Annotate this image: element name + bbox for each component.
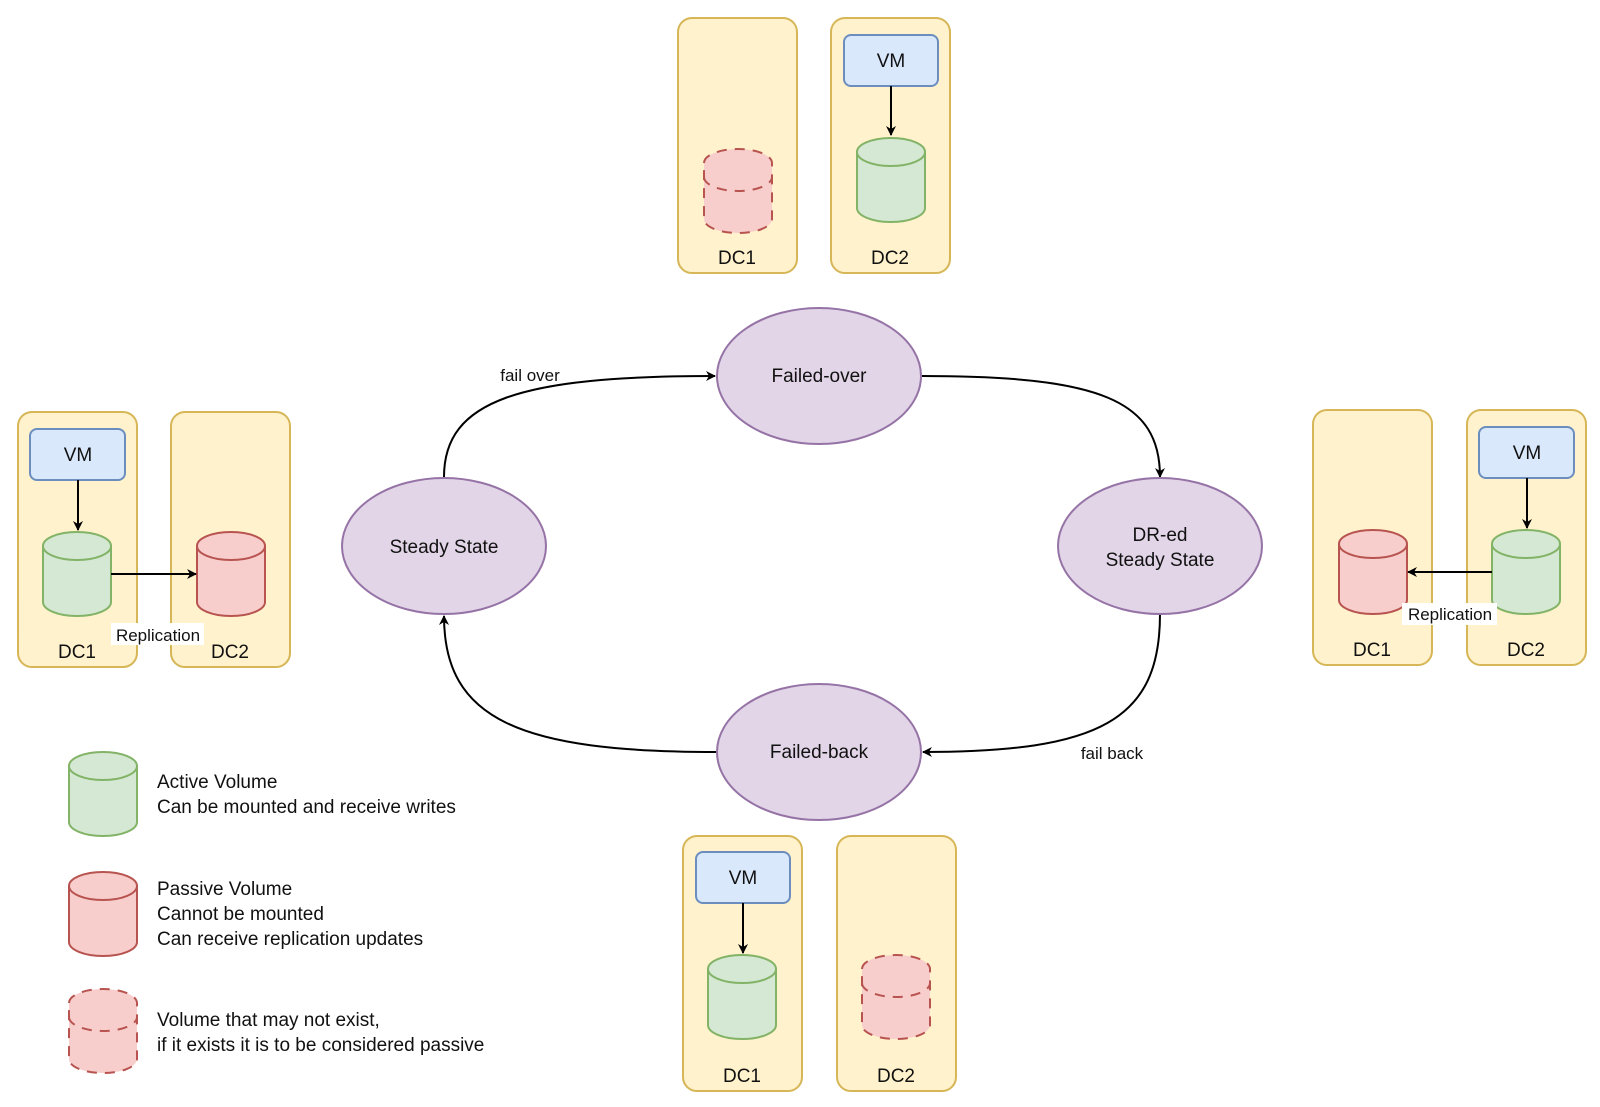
dc1-label: DC1 [718, 248, 756, 269]
legend-maybe-title: Volume that may not exist, [157, 1010, 380, 1031]
state-failed-over-label: Failed-over [771, 366, 867, 387]
scenario-failed-back: DC1 VM DC2 [682, 835, 957, 1092]
legend-maybe-text: Volume that may not exist, if it exists … [157, 1008, 484, 1058]
passive-volume-icon [1338, 529, 1408, 615]
dc1-label: DC1 [1353, 640, 1391, 661]
legend-active-desc: Can be mounted and receive writes [157, 797, 456, 818]
legend-active-title: Active Volume [157, 772, 278, 793]
vm-label: VM [877, 51, 906, 72]
fail-over-edge [443, 371, 716, 478]
active-volume-icon [42, 531, 112, 617]
legend-passive-desc1: Cannot be mounted [157, 904, 324, 925]
legend-passive-title: Passive Volume [157, 879, 293, 900]
replication-label: Replication [116, 626, 200, 645]
vm-label: VM [729, 868, 758, 889]
dc1-label: DC1 [723, 1066, 761, 1087]
vm-label: VM [64, 445, 93, 466]
fail-back-edge [922, 613, 1161, 757]
legend-maybe-volume-icon [68, 988, 138, 1074]
state-failed-back-label: Failed-back [770, 742, 869, 763]
state-failed-over[interactable]: Failed-over [716, 307, 922, 445]
maybe-volume-icon [703, 148, 773, 234]
active-volume-icon [1491, 529, 1561, 615]
scenario-steady-state: DC1 VM DC2 Replication [17, 411, 291, 668]
active-volume-icon [856, 137, 926, 223]
state-steady[interactable]: Steady State [341, 477, 547, 615]
legend-passive-desc2: Can receive replication updates [157, 929, 424, 950]
replication-label: Replication [1408, 605, 1492, 624]
state-steady-label: Steady State [390, 537, 499, 558]
datacenter-dc1 [677, 17, 798, 274]
dc1-label: DC1 [58, 642, 96, 663]
dc2-label: DC2 [877, 1066, 915, 1087]
legend-maybe-desc: if it exists it is to be considered pass… [157, 1035, 485, 1056]
state-cycle: fail over fail back Failed-over Steady S… [341, 307, 1263, 821]
dc2-label: DC2 [211, 642, 249, 663]
scenario-failed-over: DC1 DC2 VM [677, 17, 951, 274]
dred-edge [921, 375, 1165, 478]
scenario-dred-steady-state: DC1 DC2 VM Replication [1312, 409, 1587, 666]
state-dred-label-line2: Steady State [1106, 550, 1215, 571]
legend-active-text: Active Volume Can be mounted and receive… [157, 770, 456, 820]
passive-volume-icon [196, 531, 266, 617]
active-volume-icon [707, 954, 777, 1040]
dc2-label: DC2 [1507, 640, 1545, 661]
dc2-label: DC2 [871, 248, 909, 269]
state-failed-back[interactable]: Failed-back [716, 683, 922, 821]
legend-passive-volume-icon [68, 871, 138, 957]
legend-passive-text: Passive Volume Cannot be mounted Can rec… [157, 877, 423, 952]
vm-label: VM [1513, 443, 1542, 464]
legend-active-volume-icon [68, 751, 138, 837]
fail-back-label: fail back [1081, 744, 1144, 763]
return-steady-edge [439, 615, 718, 753]
state-dred-label-line1: DR-ed [1133, 525, 1188, 546]
state-dred-steady[interactable]: DR-ed Steady State [1057, 477, 1263, 615]
maybe-volume-icon [861, 954, 931, 1040]
fail-over-label: fail over [500, 366, 560, 385]
